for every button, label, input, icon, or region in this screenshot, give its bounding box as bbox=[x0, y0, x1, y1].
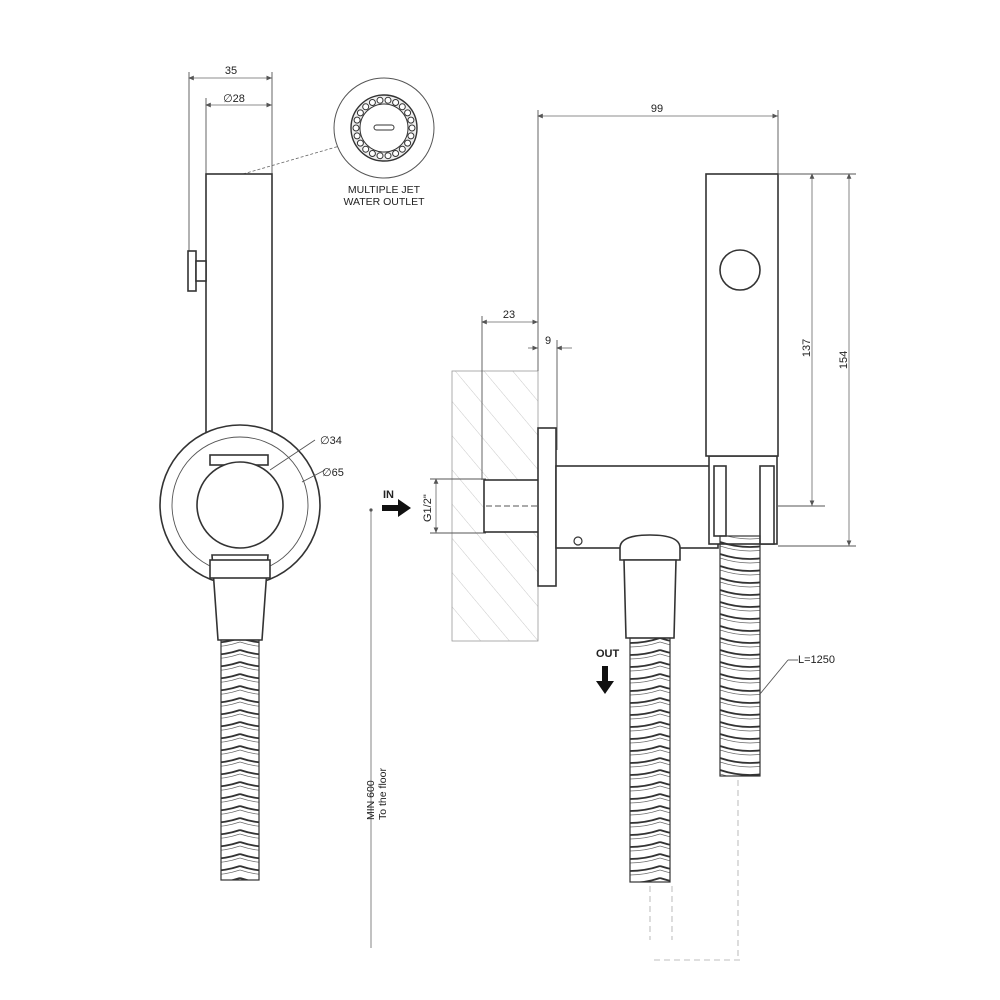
dim-width-35: 35 bbox=[225, 65, 237, 77]
dim-offset-23: 23 bbox=[503, 309, 515, 321]
front-view: 35 ∅28 ∅34 ∅65 bbox=[159, 65, 344, 881]
dim-diameter-28-value: 28 bbox=[233, 93, 245, 105]
outlet-detail: MULTIPLE JET WATER OUTLET bbox=[333, 77, 435, 208]
trigger-button-side bbox=[719, 249, 761, 291]
valve-body bbox=[555, 465, 719, 549]
jet-nozzle bbox=[404, 139, 412, 147]
dia-symbol: ∅ bbox=[322, 467, 332, 479]
handshower-hose bbox=[719, 535, 761, 777]
inlet-stub bbox=[483, 479, 541, 533]
jet-nozzle bbox=[368, 99, 376, 106]
jet-nozzle bbox=[384, 96, 392, 104]
jet-nozzles bbox=[352, 96, 416, 160]
jet-nozzle bbox=[356, 109, 364, 117]
jet-nozzle bbox=[404, 109, 412, 117]
outlet-label-line2: WATER OUTLET bbox=[343, 196, 425, 208]
jet-nozzle bbox=[408, 124, 416, 132]
outlet-label-line1: MULTIPLE JET bbox=[348, 184, 421, 196]
handshower-body-front bbox=[205, 173, 273, 457]
in-arrow-icon bbox=[382, 499, 411, 517]
thread-label: G1/2" bbox=[422, 494, 434, 522]
dim-flange-9: 9 bbox=[545, 335, 551, 347]
dia-symbol: ∅ bbox=[320, 435, 330, 447]
in-label: IN bbox=[383, 489, 394, 501]
dim-height-154: 154 bbox=[838, 351, 850, 369]
floor-note-line1: MIN 600 bbox=[365, 780, 377, 820]
floor-note: MIN 600 To the floor bbox=[365, 508, 389, 948]
handshower-body-side bbox=[705, 173, 779, 457]
trigger-button bbox=[187, 250, 197, 292]
jet-nozzle bbox=[392, 150, 400, 157]
out-arrow-icon bbox=[596, 666, 614, 694]
jet-nozzle bbox=[353, 132, 361, 140]
jet-nozzle bbox=[392, 99, 400, 106]
dim-diameter-34-value: 34 bbox=[330, 435, 342, 447]
jet-nozzle bbox=[362, 145, 370, 153]
jet-nozzle bbox=[384, 152, 392, 160]
side-view: 99 23 9 G1/2" IN OUT bbox=[382, 103, 856, 961]
dia-symbol: ∅ bbox=[223, 93, 233, 105]
dim-depth-99: 99 bbox=[651, 103, 663, 115]
jet-nozzle bbox=[353, 116, 361, 124]
jet-nozzle bbox=[362, 103, 370, 111]
dim-diameter-65: ∅65 bbox=[322, 467, 344, 479]
wall-flange bbox=[537, 427, 557, 587]
floor-note-line2: To the floor bbox=[377, 768, 389, 820]
out-label: OUT bbox=[596, 648, 620, 660]
jet-nozzle bbox=[376, 152, 384, 160]
jet-nozzle bbox=[407, 116, 415, 124]
dim-diameter-28: ∅28 bbox=[223, 93, 245, 105]
jet-nozzle bbox=[352, 124, 360, 132]
jet-nozzle bbox=[398, 145, 406, 153]
jet-nozzle bbox=[407, 132, 415, 140]
dim-diameter-34: ∅34 bbox=[320, 435, 342, 447]
hose-length-label: L=1250 bbox=[798, 654, 835, 666]
hose-front bbox=[220, 639, 260, 881]
jet-nozzle bbox=[356, 139, 364, 147]
jet-nozzle bbox=[368, 150, 376, 157]
bracket-inner-circle bbox=[196, 461, 284, 549]
jet-nozzle bbox=[376, 96, 384, 104]
outlet-hose bbox=[629, 637, 671, 883]
dim-height-137: 137 bbox=[801, 339, 813, 357]
jet-nozzle bbox=[398, 103, 406, 111]
dim-diameter-65-value: 65 bbox=[332, 467, 344, 479]
